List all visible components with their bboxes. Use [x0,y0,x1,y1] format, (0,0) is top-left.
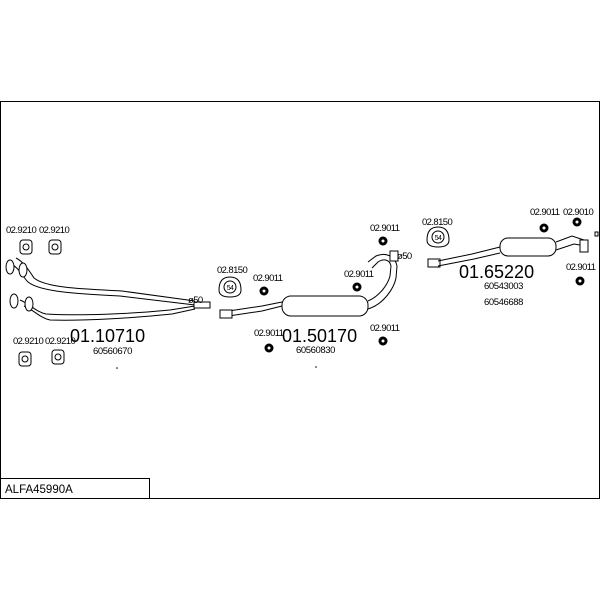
gasket-icon [48,239,62,255]
gasket-icon [18,351,32,367]
hanger-icon [352,282,362,292]
hanger-icon [259,286,269,296]
hanger-label: 02.9011 [344,269,374,280]
reference-box [0,478,150,499]
clamp-icon: 54 [426,226,450,248]
dot-marker [116,367,118,369]
gasket-label: 02.9210 [13,336,43,347]
gasket-label: 02.9210 [39,225,69,236]
hanger-icon [264,343,274,353]
diameter-label: ø50 [188,295,203,306]
diameter-label: ø50 [397,251,412,262]
rear-silencer-assembly [427,231,599,268]
clamp-label: 02.8150 [217,265,247,276]
centre-silencer-assembly [219,250,399,319]
part-number-centre: 01.50170 [282,326,357,346]
hanger-icon [378,336,388,346]
hanger-icon [575,276,585,286]
clamp-icon: 54 [218,276,242,298]
part-number-front: 01.10710 [70,326,145,346]
hanger-label: 02.9011 [530,207,560,218]
clamp-size-label: 54 [435,235,442,242]
hanger-label: 02.9011 [253,273,283,284]
part-number-rear: 01.65220 [459,262,534,282]
clamp-label: 02.8150 [422,217,452,228]
oem-number-front: 60560670 [93,346,132,357]
gasket-label: 02.9210 [45,336,75,347]
hanger-label: 02.9011 [370,223,400,234]
hanger-icon [539,223,549,233]
hanger-icon [572,217,582,227]
reference-label: ALFA45990A [5,484,73,496]
gasket-icon [19,239,33,255]
oem-number-centre: 60560830 [296,345,335,356]
gasket-label: 02.9210 [6,225,36,236]
hanger-label: 02.9011 [370,323,400,334]
front-pipe-assembly [5,257,211,321]
oem-number-rear: 60546688 [484,297,523,308]
clamp-size-label: 54 [227,285,234,292]
gasket-icon [51,349,65,365]
oem-number-rear: 60543003 [484,281,523,292]
dot-marker [315,366,317,368]
hanger-icon [378,236,388,246]
hanger-label: 02.9010 [563,207,593,218]
hanger-label: 02.9011 [566,262,596,273]
hanger-label: 02.9011 [254,328,284,339]
